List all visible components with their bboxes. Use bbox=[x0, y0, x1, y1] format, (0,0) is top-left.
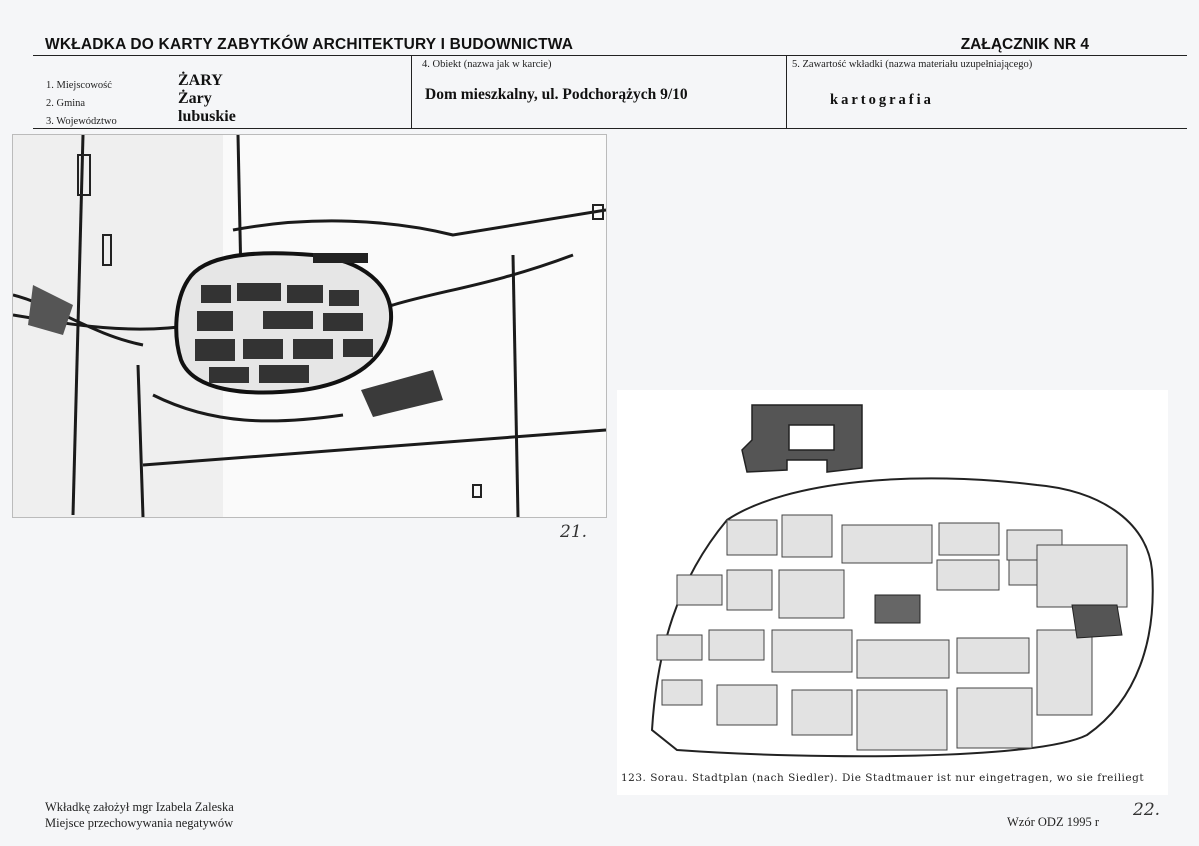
map2-number: 22. bbox=[1133, 800, 1161, 820]
header-rule bbox=[33, 55, 1187, 56]
fields-divider-2 bbox=[786, 55, 787, 128]
template-note: Wzór ODZ 1995 r bbox=[1007, 815, 1099, 829]
gmina-value: Żary bbox=[178, 90, 212, 107]
founder-note: Wkładkę założył mgr Izabela Zaleska bbox=[45, 800, 234, 814]
miejscowosc-value: ŻARY bbox=[178, 72, 223, 89]
map1-number: 21. bbox=[560, 522, 588, 542]
document-title: WKŁADKA DO KARTY ZABYTKÓW ARCHITEKTURY I… bbox=[45, 36, 574, 53]
zawartosc-value: kartografia bbox=[830, 92, 934, 108]
annex-number: ZAŁĄCZNIK NR 4 bbox=[960, 36, 1089, 53]
wojewodztwo-value: lubuskie bbox=[178, 108, 236, 125]
zawartosc-label: 5. Zawartość wkładki (nazwa materiału uz… bbox=[792, 59, 1033, 70]
miejscowosc-label: 1. Miejscowość bbox=[46, 80, 112, 91]
fields-divider-1 bbox=[411, 55, 412, 128]
fields-bottom-rule bbox=[33, 128, 1187, 129]
storage-note: Miejsce przechowywania negatywów bbox=[45, 816, 234, 830]
wojewodztwo-label: 3. Województwo bbox=[46, 116, 117, 127]
map2-caption: 123. Sorau. Stadtplan (nach Siedler). Di… bbox=[621, 772, 1145, 784]
gmina-label: 2. Gmina bbox=[46, 98, 86, 109]
obiekt-label: 4. Obiekt (nazwa jak w karcie) bbox=[422, 59, 552, 70]
obiekt-value: Dom mieszkalny, ul. Podchorążych 9/10 bbox=[425, 86, 688, 103]
historic-map-photo bbox=[12, 134, 607, 518]
stadtplan-print: 123. Sorau. Stadtplan (nach Siedler). Di… bbox=[617, 390, 1168, 795]
